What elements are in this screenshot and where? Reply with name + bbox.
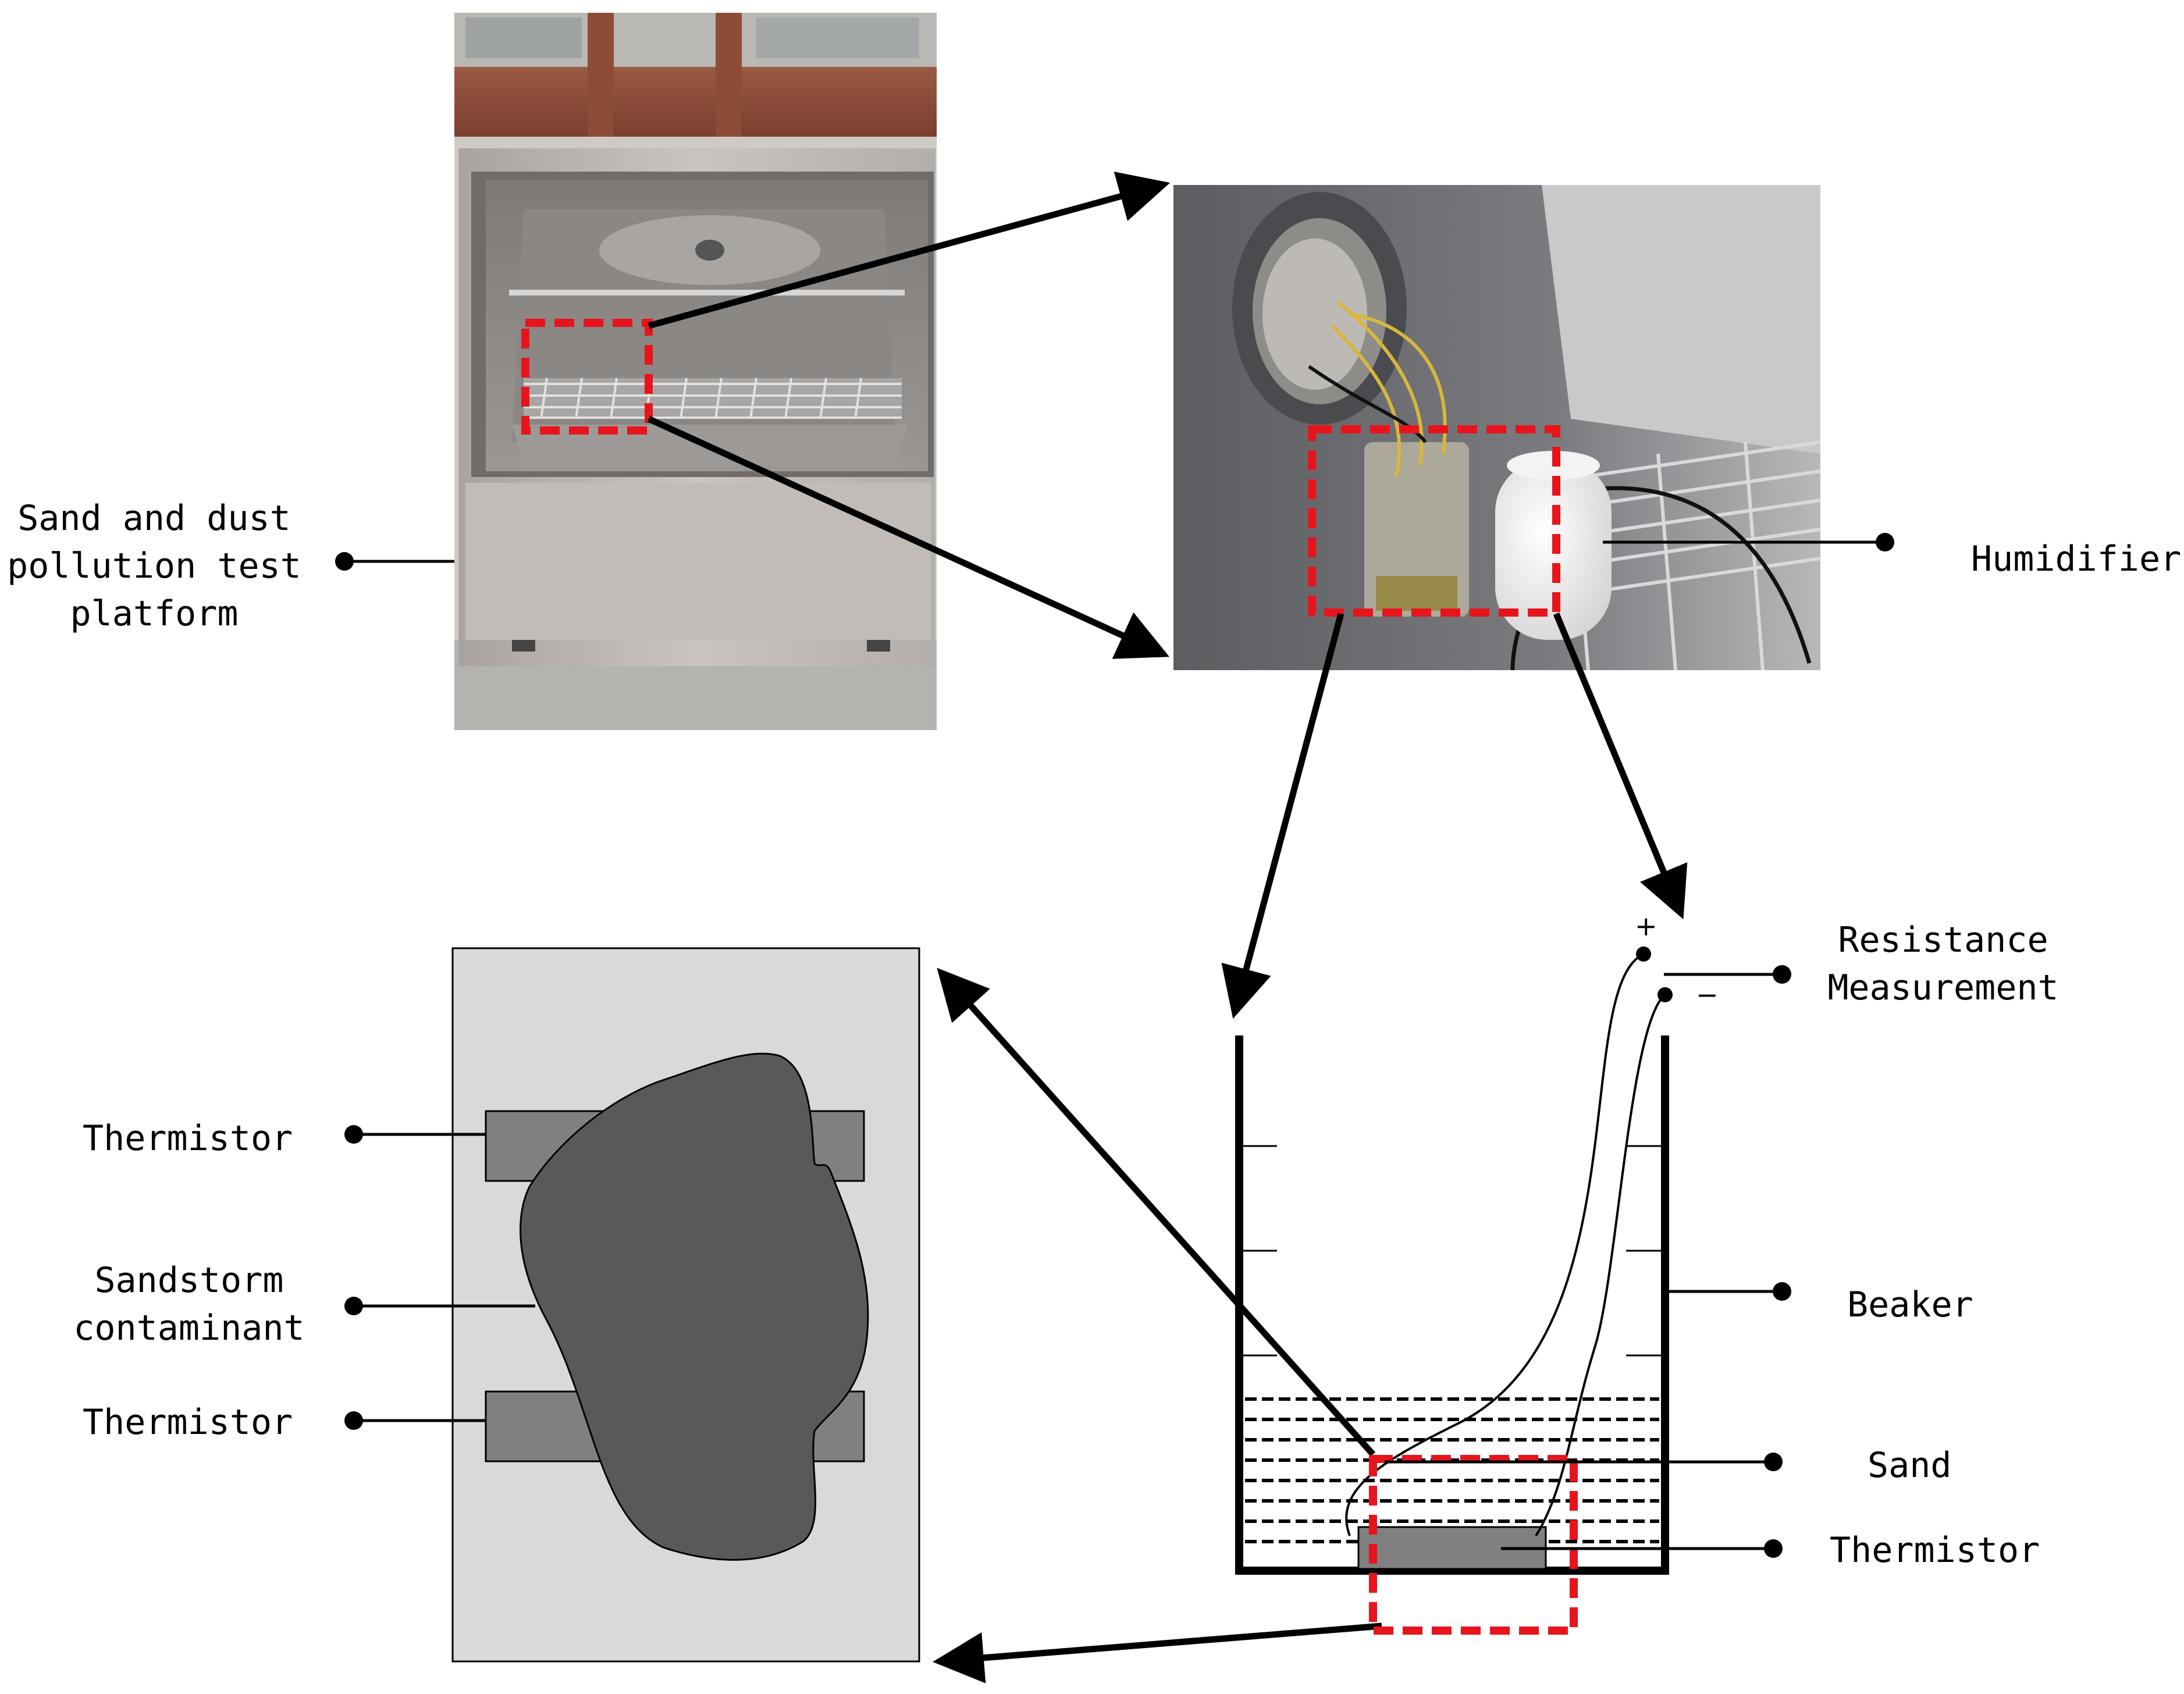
sandstorm-contaminant-shape: [520, 1052, 869, 1561]
label-thermistor-top: Thermistor: [83, 1118, 293, 1159]
label-thermistor-right: Thermistor: [1830, 1530, 2040, 1571]
chamber-interior-photo: [1173, 185, 1821, 671]
label-thermistor-bottom: Thermistor: [83, 1402, 293, 1443]
label-resistance-line2: Measurement: [1827, 967, 2059, 1008]
callout-dot-sand: [1764, 1453, 1783, 1471]
label-resistance-line1: Resistance: [1838, 920, 2048, 960]
callout-dot-thermistor-bottom: [344, 1411, 363, 1430]
arrow-photo2-to-beaker: [1221, 613, 1344, 1019]
label-sand: Sand: [1868, 1445, 1952, 1486]
label-test-platform-line2: pollution test: [7, 546, 301, 586]
label-contaminant-line1: Sandstorm: [94, 1260, 284, 1301]
label-contaminant-line2: contaminant: [73, 1308, 305, 1348]
label-test-platform-line1: Sand and dust: [17, 498, 291, 539]
lead-wire-negative: [1535, 994, 1666, 1537]
beaker-schematic: [1235, 946, 1673, 1635]
label-test-platform: Sand and dust pollution test platform: [0, 494, 308, 638]
callout-dot-thermistor-right: [1764, 1539, 1783, 1558]
arrow-photo1-to-photo2-bottom: [647, 415, 1170, 659]
label-beaker: Beaker: [1847, 1284, 1973, 1325]
arrow-thermistor-to-sample: [933, 1622, 1382, 1684]
label-sandstorm-contaminant: Sandstorm contaminant: [64, 1257, 314, 1352]
lead-wire-positive: [1345, 953, 1644, 1536]
arrow-photo2-to-resistance: [1553, 612, 1688, 920]
terminal-positive: [1636, 946, 1651, 962]
terminal-plus-sign: +: [1635, 910, 1657, 942]
test-chamber-photo: [454, 13, 937, 730]
callout-dot-beaker: [1773, 1282, 1791, 1301]
callout-dot-contaminant: [344, 1297, 363, 1315]
arrow-photo1-to-photo2-top: [648, 172, 1171, 329]
label-resistance-measurement: Resistance Measurement: [1804, 916, 2083, 1012]
terminal-minus-sign: −: [1696, 979, 1719, 1010]
label-humidifier: Humidifier: [1971, 539, 2182, 579]
callout-dot-platform: [335, 552, 354, 571]
callout-dot-resistance: [1773, 965, 1791, 984]
callout-dot-humidifier: [1876, 533, 1894, 551]
terminal-negative: [1657, 987, 1673, 1002]
label-test-platform-line3: platform: [70, 593, 239, 634]
callout-dot-thermistor-top: [344, 1125, 363, 1144]
arrow-sand-to-sample: [937, 967, 1376, 1457]
